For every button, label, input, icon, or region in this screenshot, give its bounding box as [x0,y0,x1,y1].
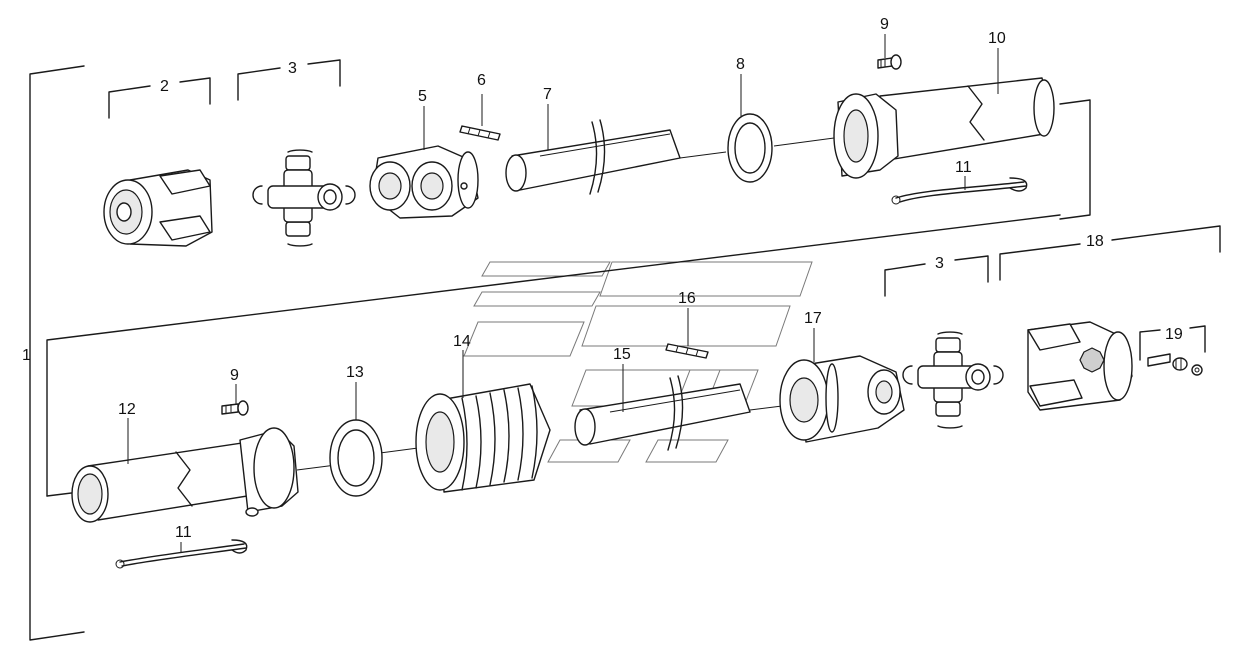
profile-tube-part-7 [505,119,681,195]
label-12: 12 [118,401,136,418]
bracket-3-top [237,59,341,101]
label-3-bottom: 3 [935,255,944,272]
label-11-top: 11 [955,159,972,176]
label-10: 10 [988,30,1006,47]
bellows-part-14 [415,383,551,493]
label-8: 8 [736,56,745,73]
part-number-labels: 1 2 3 5 6 7 8 9 10 11 3 18 16 17 19 14 1… [22,16,1183,541]
label-3-top: 3 [288,60,297,77]
label-2: 2 [160,78,169,95]
upper-shaft-bracket [46,99,1091,497]
assembly-bracket-1 [29,65,85,641]
label-9-top: 9 [880,16,889,33]
guard-tube-part-12 [71,427,299,523]
yoke-part-17 [779,355,905,443]
label-9-bottom: 9 [230,367,239,384]
chain-part-11-top [891,177,1028,205]
label-17: 17 [804,310,822,327]
label-13: 13 [346,364,364,381]
screw-part-9-top [877,54,902,70]
cross-journal-part-3-bottom [902,331,1004,429]
pin-part-6 [459,125,501,141]
leader-lines [127,34,999,552]
ring-part-8 [727,113,773,183]
chain-part-11-bottom [115,539,248,569]
profile-tube-part-15 [574,375,751,451]
yoke-part-5 [369,145,479,219]
label-16: 16 [678,290,696,307]
bracket-2 [108,77,211,119]
connection-lines [296,137,835,471]
bracket-19 [1139,325,1206,361]
screw-part-9-bottom [221,400,249,416]
label-11-bottom: 11 [175,524,192,541]
yoke-part-2 [103,169,213,247]
label-15: 15 [613,346,631,363]
label-19: 19 [1165,326,1183,343]
cross-journal-part-3-top [252,149,356,247]
guard-tube-part-10 [833,77,1055,179]
bracket-3-bottom [884,255,989,297]
label-14: 14 [453,333,471,350]
bracket-18 [999,225,1221,281]
label-18: 18 [1086,233,1104,250]
pin-part-16 [665,343,709,359]
label-7: 7 [543,86,552,103]
pin-part-19 [1147,353,1203,376]
label-6: 6 [477,72,486,89]
yoke-part-18 [1027,321,1133,411]
label-1: 1 [22,347,31,364]
label-5: 5 [418,88,427,105]
ring-part-13 [329,419,383,497]
